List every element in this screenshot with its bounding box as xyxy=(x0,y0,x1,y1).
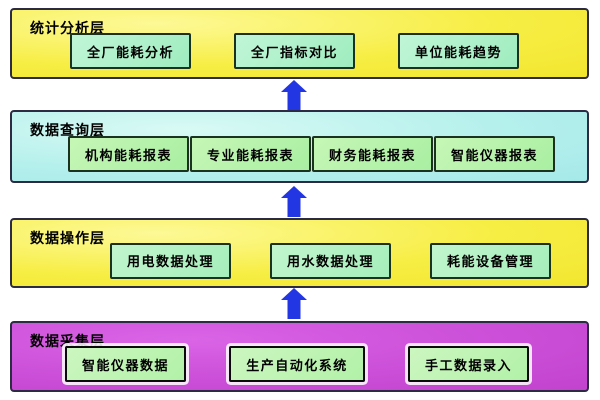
node-box: 手工数据录入 xyxy=(407,346,529,382)
node-box: 财务能耗报表 xyxy=(311,136,433,172)
up-arrow-shape xyxy=(281,186,307,217)
node-box: 专业能耗报表 xyxy=(189,136,311,172)
up-arrow-icon xyxy=(281,288,307,319)
node-box: 机构能耗报表 xyxy=(68,136,190,172)
up-arrow-shape xyxy=(281,80,307,111)
node-box: 生产自动化系统 xyxy=(229,346,365,382)
layer-statistical-analysis: 统计分析层 全厂能耗分析 全厂指标对比 单位能耗趋势 xyxy=(10,8,589,79)
node-box: 智能仪器报表 xyxy=(433,136,555,172)
node-box: 全厂指标对比 xyxy=(233,33,355,69)
layer-data-operation: 数据操作层 用电数据处理 用水数据处理 耗能设备管理 xyxy=(10,218,589,288)
layer-title: 数据操作层 xyxy=(30,231,105,247)
node-box: 智能仪器数据 xyxy=(65,346,187,382)
node-box: 单位能耗趋势 xyxy=(397,33,519,69)
layer-boxes-row: 机构能耗报表 专业能耗报表 财务能耗报表 智能仪器报表 xyxy=(68,134,555,174)
layer-title: 数据查询层 xyxy=(30,123,105,139)
up-arrow-icon xyxy=(281,186,307,217)
layer-data-query: 数据查询层 机构能耗报表 专业能耗报表 财务能耗报表 智能仪器报表 xyxy=(10,110,589,183)
layer-boxes-row: 智能仪器数据 生产自动化系统 手工数据录入 xyxy=(65,345,529,383)
node-box: 用电数据处理 xyxy=(110,242,232,279)
layer-boxes-row: 全厂能耗分析 全厂指标对比 单位能耗趋势 xyxy=(70,32,519,70)
up-arrow-shape xyxy=(281,288,307,319)
layer-data-collection: 数据采集层 智能仪器数据 生产自动化系统 手工数据录入 xyxy=(10,321,589,392)
layer-boxes-row: 用电数据处理 用水数据处理 耗能设备管理 xyxy=(110,242,551,279)
up-arrow-icon xyxy=(281,80,307,111)
node-box: 耗能设备管理 xyxy=(429,242,551,279)
node-box: 全厂能耗分析 xyxy=(70,33,192,69)
node-box: 用水数据处理 xyxy=(269,242,391,279)
